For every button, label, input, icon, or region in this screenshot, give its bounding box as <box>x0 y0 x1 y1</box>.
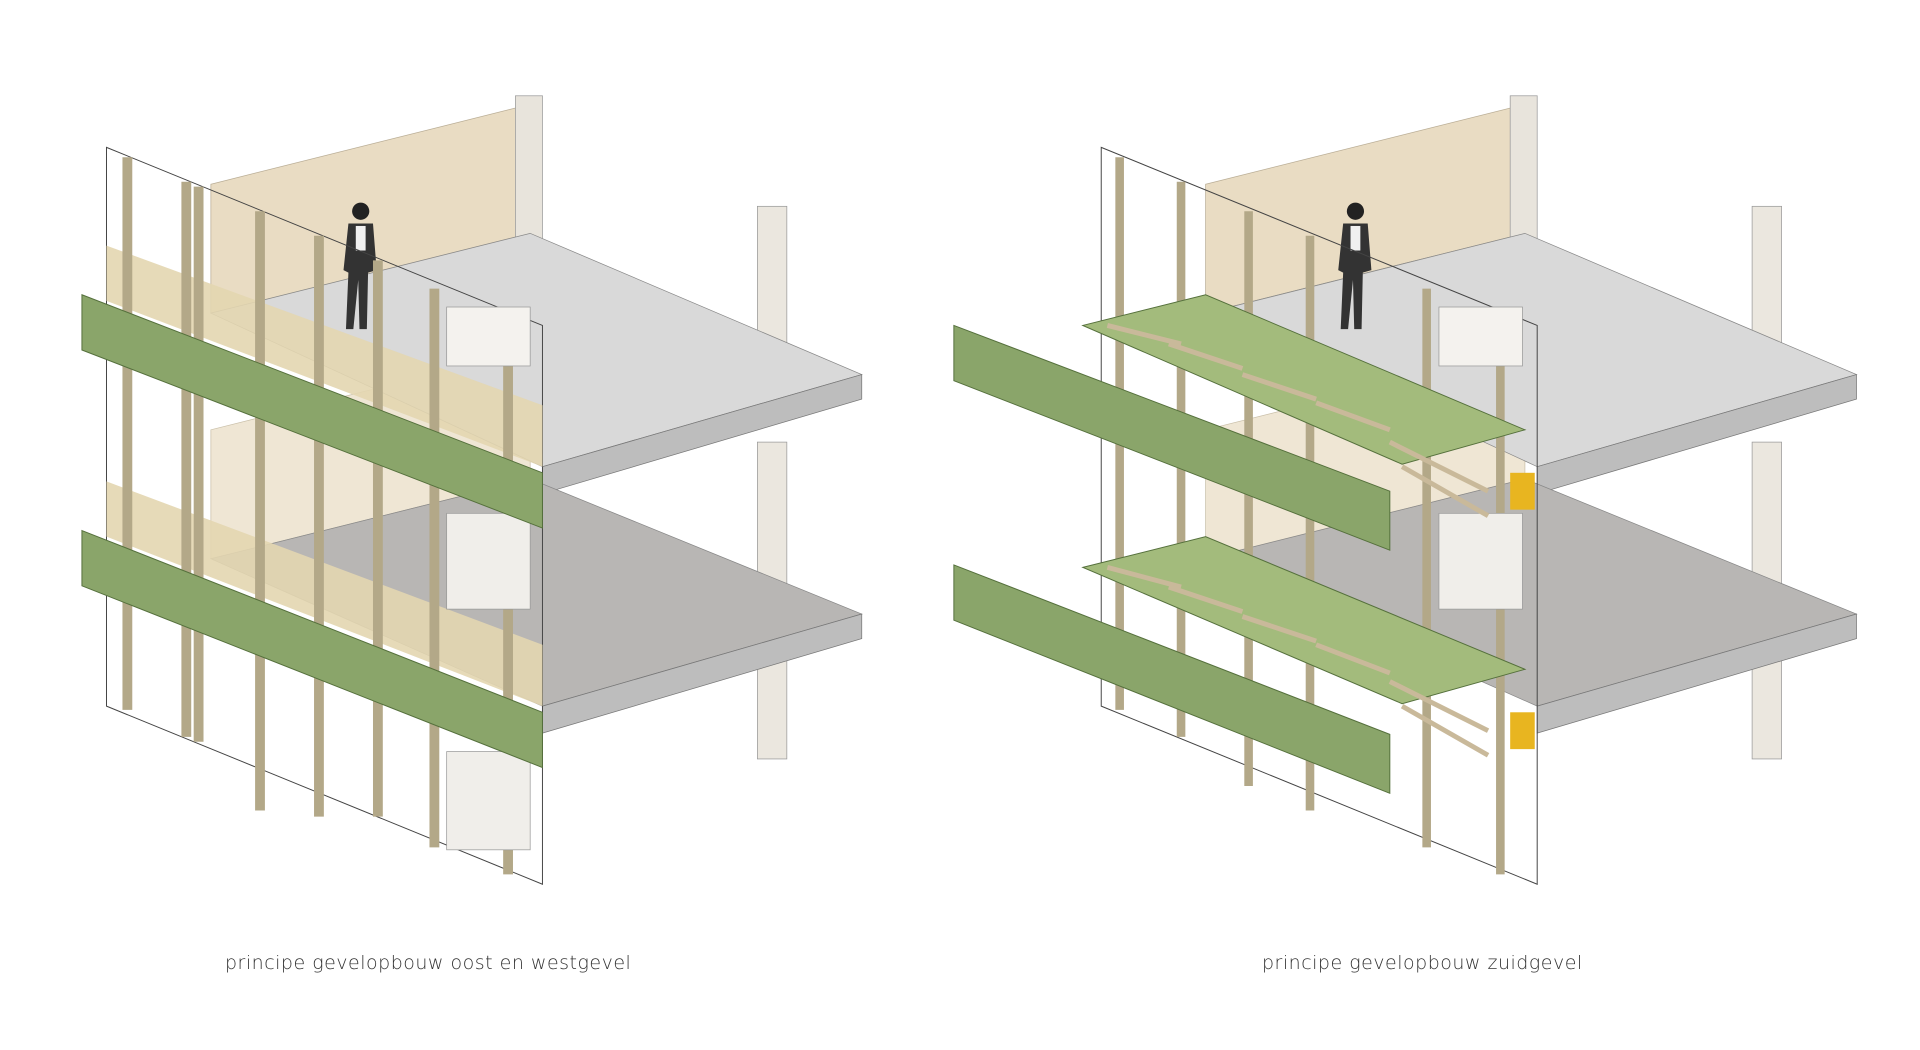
green-band-upper <box>953 324 1391 551</box>
green-band-lower <box>81 529 543 769</box>
white-panel <box>1438 306 1523 367</box>
louvers-lower <box>1106 564 1490 758</box>
white-panel <box>446 512 531 610</box>
planter-tray-lower <box>1081 536 1527 705</box>
white-panel <box>446 306 531 367</box>
caption-east-west-facade: principe gevelopbouw oost en westgevel <box>225 952 632 974</box>
white-panel <box>1438 512 1523 610</box>
green-band-upper <box>81 294 543 529</box>
drawing-south-facade <box>953 95 1858 885</box>
green-band-lower <box>953 564 1391 795</box>
timber-mullions <box>122 157 513 875</box>
louvers-upper <box>1106 323 1490 518</box>
facade-glass-outline <box>1100 146 1538 885</box>
drawing-east-west-facade <box>81 95 863 885</box>
planter-tray-upper <box>1081 294 1527 465</box>
white-panel <box>446 751 531 851</box>
caption-south-facade: principe gevelopbouw zuidgevel <box>1262 952 1583 974</box>
